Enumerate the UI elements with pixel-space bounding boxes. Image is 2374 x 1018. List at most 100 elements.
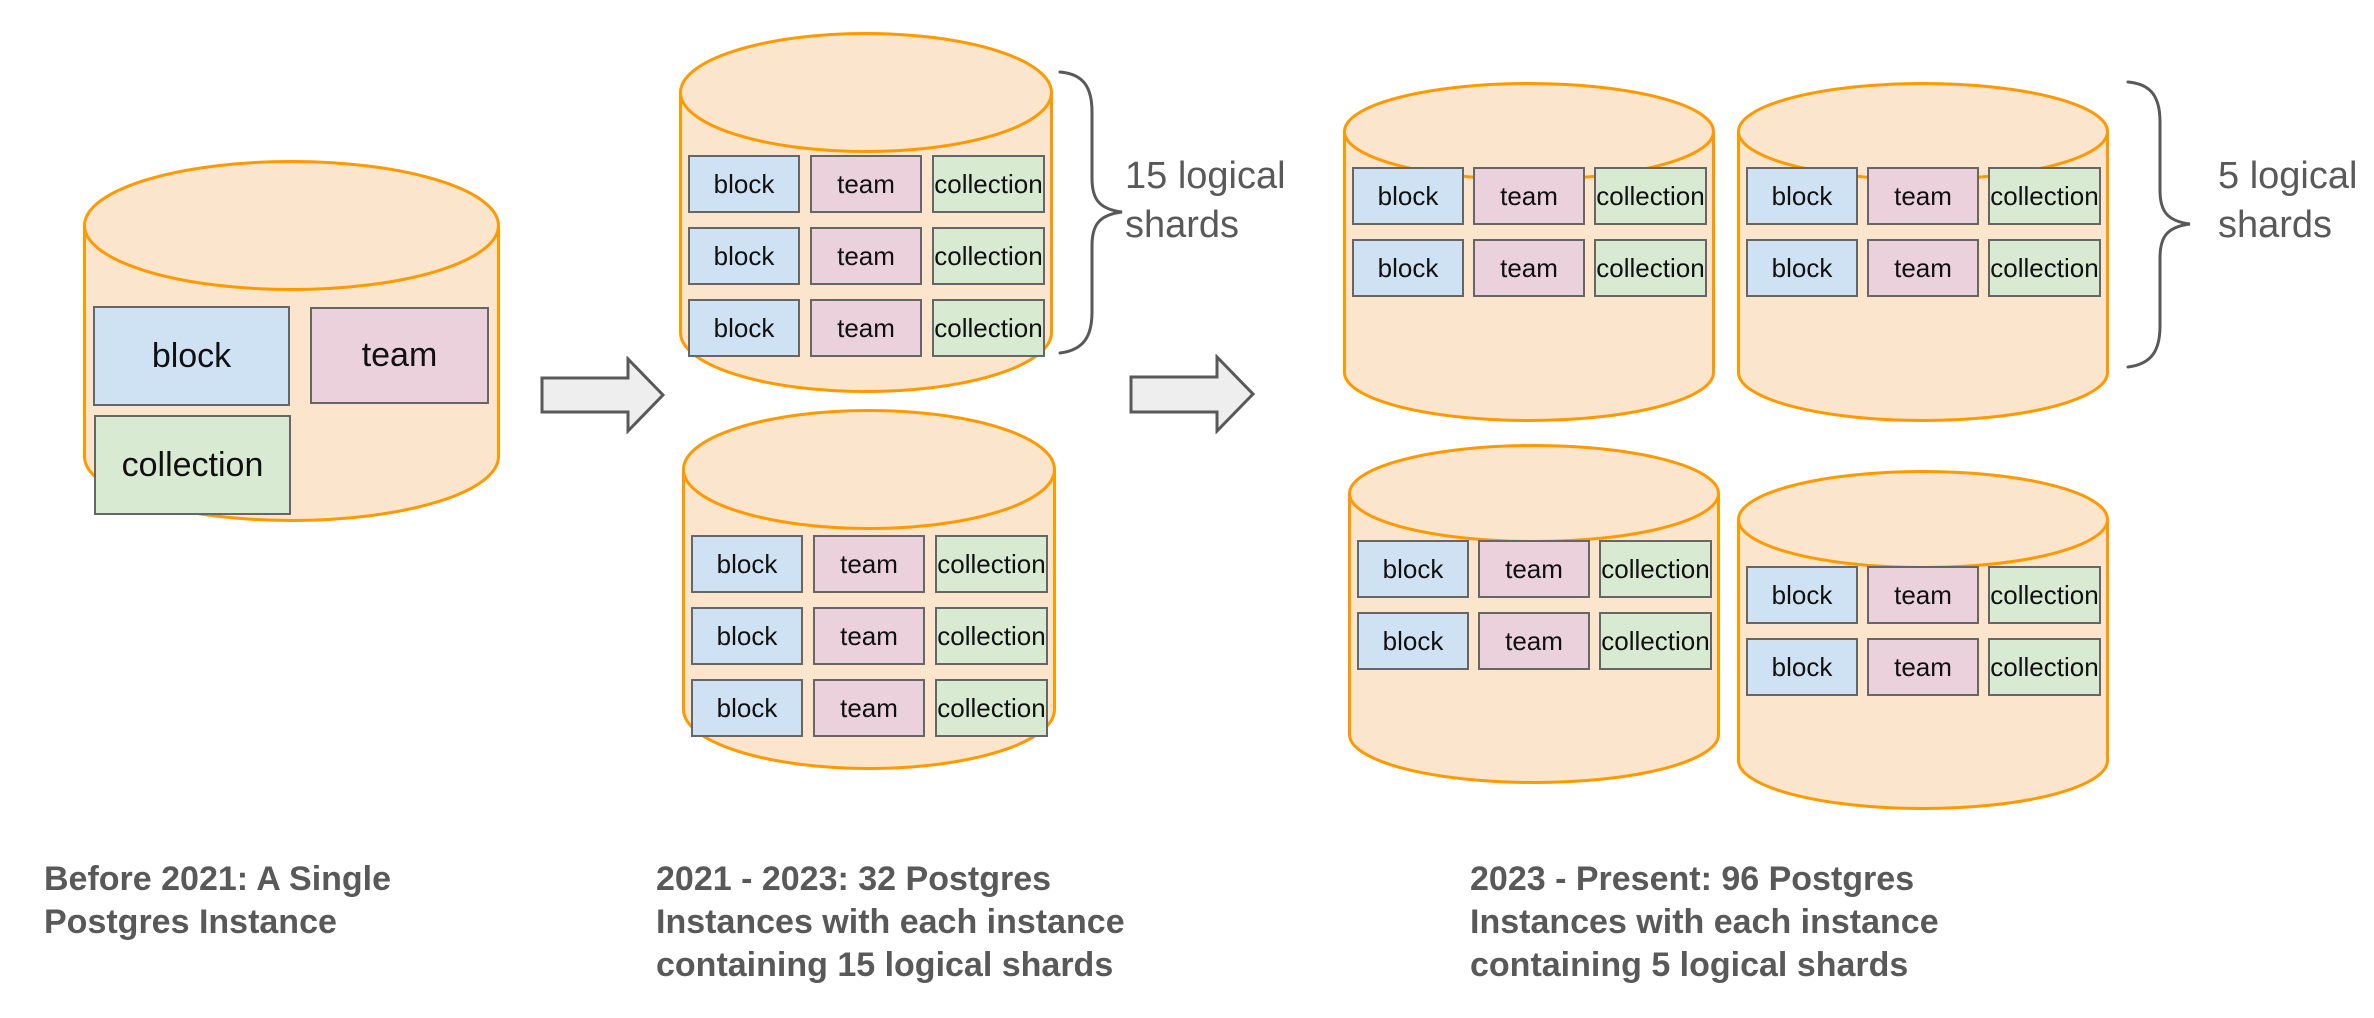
table-label: team <box>837 168 895 199</box>
table-label: team <box>1894 180 1952 211</box>
table-label: block <box>1771 579 1833 610</box>
table-label: collection <box>934 168 1043 199</box>
table-box-team: team <box>310 307 489 404</box>
table-label: collection <box>1990 651 2099 682</box>
caption-line: containing 5 logical shards <box>1470 946 1909 984</box>
caption-line: Postgres Instance <box>44 903 337 941</box>
shard-row: block team collection <box>1746 638 2101 696</box>
table-label: team <box>837 240 895 271</box>
table-label: team <box>840 548 898 579</box>
cylinder-96-instances-top-right: block team collection block team collect… <box>1737 82 2109 422</box>
table-box-collection: collection <box>94 415 291 515</box>
table-box-team: team <box>813 535 925 593</box>
table-box-collection: collection <box>935 607 1048 665</box>
caption-line: Before 2021: A Single <box>44 860 392 898</box>
cylinder-96-instances-top-left: block team collection block team collect… <box>1343 82 1715 422</box>
table-box-collection: collection <box>1594 239 1707 297</box>
table-box-collection: collection <box>1988 239 2101 297</box>
cylinder-96-instances-bottom-left: block team collection block team collect… <box>1348 444 1720 784</box>
table-box-block: block <box>691 535 803 593</box>
table-label: collection <box>937 692 1046 723</box>
table-label: block <box>1771 252 1833 283</box>
caption-2021-2023: 2021 - 2023: 32 Postgres Instances with … <box>656 858 1125 987</box>
table-label: team <box>840 620 898 651</box>
table-box-collection: collection <box>932 227 1045 285</box>
table-label: block <box>1382 553 1444 584</box>
table-box-team: team <box>1867 167 1979 225</box>
shard-row: block team collection <box>1352 239 1707 297</box>
table-box-block: block <box>688 155 800 213</box>
table-box-collection: collection <box>1988 566 2101 624</box>
table-label: collection <box>1596 252 1705 283</box>
caption-line: containing 15 logical shards <box>656 946 1114 984</box>
shard-label-line: 5 logical <box>2218 155 2358 197</box>
table-label: collection <box>1596 180 1705 211</box>
table-box-team: team <box>1867 239 1979 297</box>
table-label: team <box>840 692 898 723</box>
table-label: block <box>1382 625 1444 656</box>
table-label: block <box>713 312 775 343</box>
table-box-collection: collection <box>1988 638 2101 696</box>
cylinder-single-instance: block team collection <box>83 160 500 522</box>
table-box-team: team <box>1478 540 1590 598</box>
table-label: team <box>1894 579 1952 610</box>
table-label: team <box>837 312 895 343</box>
table-box-team: team <box>810 155 922 213</box>
table-label: collection <box>937 548 1046 579</box>
table-box-team: team <box>1473 239 1585 297</box>
table-label: team <box>361 336 438 374</box>
shard-row: block team collection <box>1352 167 1707 225</box>
caption-line: 2021 - 2023: 32 Postgres <box>656 860 1052 898</box>
table-box-team: team <box>810 227 922 285</box>
table-box-block: block <box>1352 239 1464 297</box>
table-label: block <box>1377 252 1439 283</box>
shard-row: block team collection <box>1746 167 2101 225</box>
table-box-block: block <box>1352 167 1464 225</box>
curly-brace-icon <box>1058 70 1123 355</box>
cylinder-32-instances-top: block team collection block team collect… <box>679 32 1053 393</box>
cylinder-32-instances-bottom: block team collection block team collect… <box>682 409 1056 770</box>
shard-row: block team collection <box>691 679 1048 737</box>
curly-brace-icon <box>2126 80 2191 369</box>
table-box-block: block <box>1357 540 1469 598</box>
table-box-block: block <box>1746 239 1858 297</box>
table-label: collection <box>937 620 1046 651</box>
table-label: block <box>713 168 775 199</box>
caption-line: Instances with each instance <box>1470 903 1939 941</box>
table-box-collection: collection <box>932 155 1045 213</box>
table-box-collection: collection <box>932 299 1045 357</box>
table-box-collection: collection <box>935 679 1048 737</box>
shard-row: block team collection <box>1357 612 1712 670</box>
shard-row: block team collection <box>688 227 1045 285</box>
table-box-team: team <box>1867 638 1979 696</box>
caption-line: 2023 - Present: 96 Postgres <box>1470 860 1915 898</box>
table-label: collection <box>1990 252 2099 283</box>
table-label: block <box>1771 180 1833 211</box>
table-box-block: block <box>1746 638 1858 696</box>
table-box-block: block <box>93 306 290 406</box>
table-box-team: team <box>810 299 922 357</box>
table-box-block: block <box>691 607 803 665</box>
table-box-team: team <box>1867 566 1979 624</box>
shard-row: block team collection <box>1746 239 2101 297</box>
table-box-team: team <box>1478 612 1590 670</box>
shard-label-line: 15 logical <box>1125 155 1286 197</box>
table-label: team <box>1500 252 1558 283</box>
shard-row: block team collection <box>1357 540 1712 598</box>
table-box-team: team <box>1473 167 1585 225</box>
shard-count-label-5: 5 logical shards <box>2218 152 2357 250</box>
table-label: block <box>1377 180 1439 211</box>
cylinder-96-instances-bottom-right: block team collection block team collect… <box>1737 470 2109 810</box>
table-box-team: team <box>813 679 925 737</box>
caption-2023-present: 2023 - Present: 96 Postgres Instances wi… <box>1470 858 1939 987</box>
table-box-block: block <box>688 227 800 285</box>
table-box-collection: collection <box>935 535 1048 593</box>
shard-row: block team collection <box>688 299 1045 357</box>
table-box-block: block <box>688 299 800 357</box>
shard-label-line: shards <box>2218 204 2333 246</box>
table-label: collection <box>934 240 1043 271</box>
table-label: collection <box>121 445 264 484</box>
caption-line: Instances with each instance <box>656 903 1125 941</box>
shard-row: block team collection <box>1746 566 2101 624</box>
